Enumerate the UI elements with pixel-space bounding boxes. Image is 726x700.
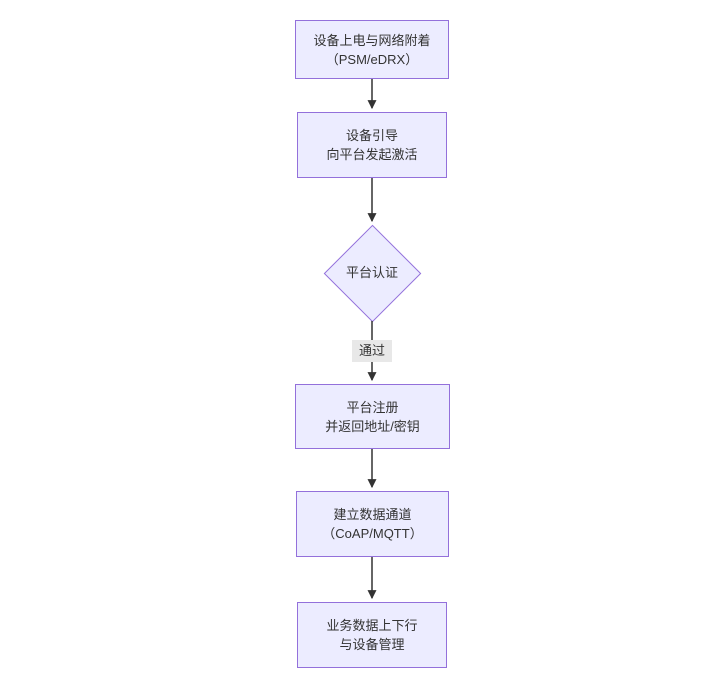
- node-line: 设备引导: [345, 128, 398, 143]
- node-line: 平台注册: [346, 399, 399, 415]
- flow-node-business: 业务数据上下行 与设备管理: [297, 602, 447, 668]
- edge-label-pass: 通过: [352, 340, 392, 362]
- flow-node-bootstrap: 设备引导 向平台发起激活: [297, 112, 447, 178]
- flow-node-power: 设备上电与网络附着 （PSM/eDRX）: [295, 20, 449, 79]
- node-line: 向平台发起激活: [326, 147, 418, 162]
- node-line: 业务数据上下行: [326, 618, 418, 633]
- node-line: 与设备管理: [339, 637, 405, 652]
- node-line: （CoAP/MQTT）: [322, 526, 423, 541]
- flow-node-channel: 建立数据通道 （CoAP/MQTT）: [296, 491, 449, 557]
- node-line: 设备上电与网络附着: [313, 32, 431, 48]
- node-line: 并返回地址/密钥: [325, 418, 420, 434]
- flow-node-register: 平台注册 并返回地址/密钥: [295, 384, 450, 449]
- flow-decision-auth-label: 平台认证: [345, 265, 398, 280]
- node-line: （PSM/eDRX）: [325, 51, 419, 67]
- node-line: 建立数据通道: [333, 507, 412, 522]
